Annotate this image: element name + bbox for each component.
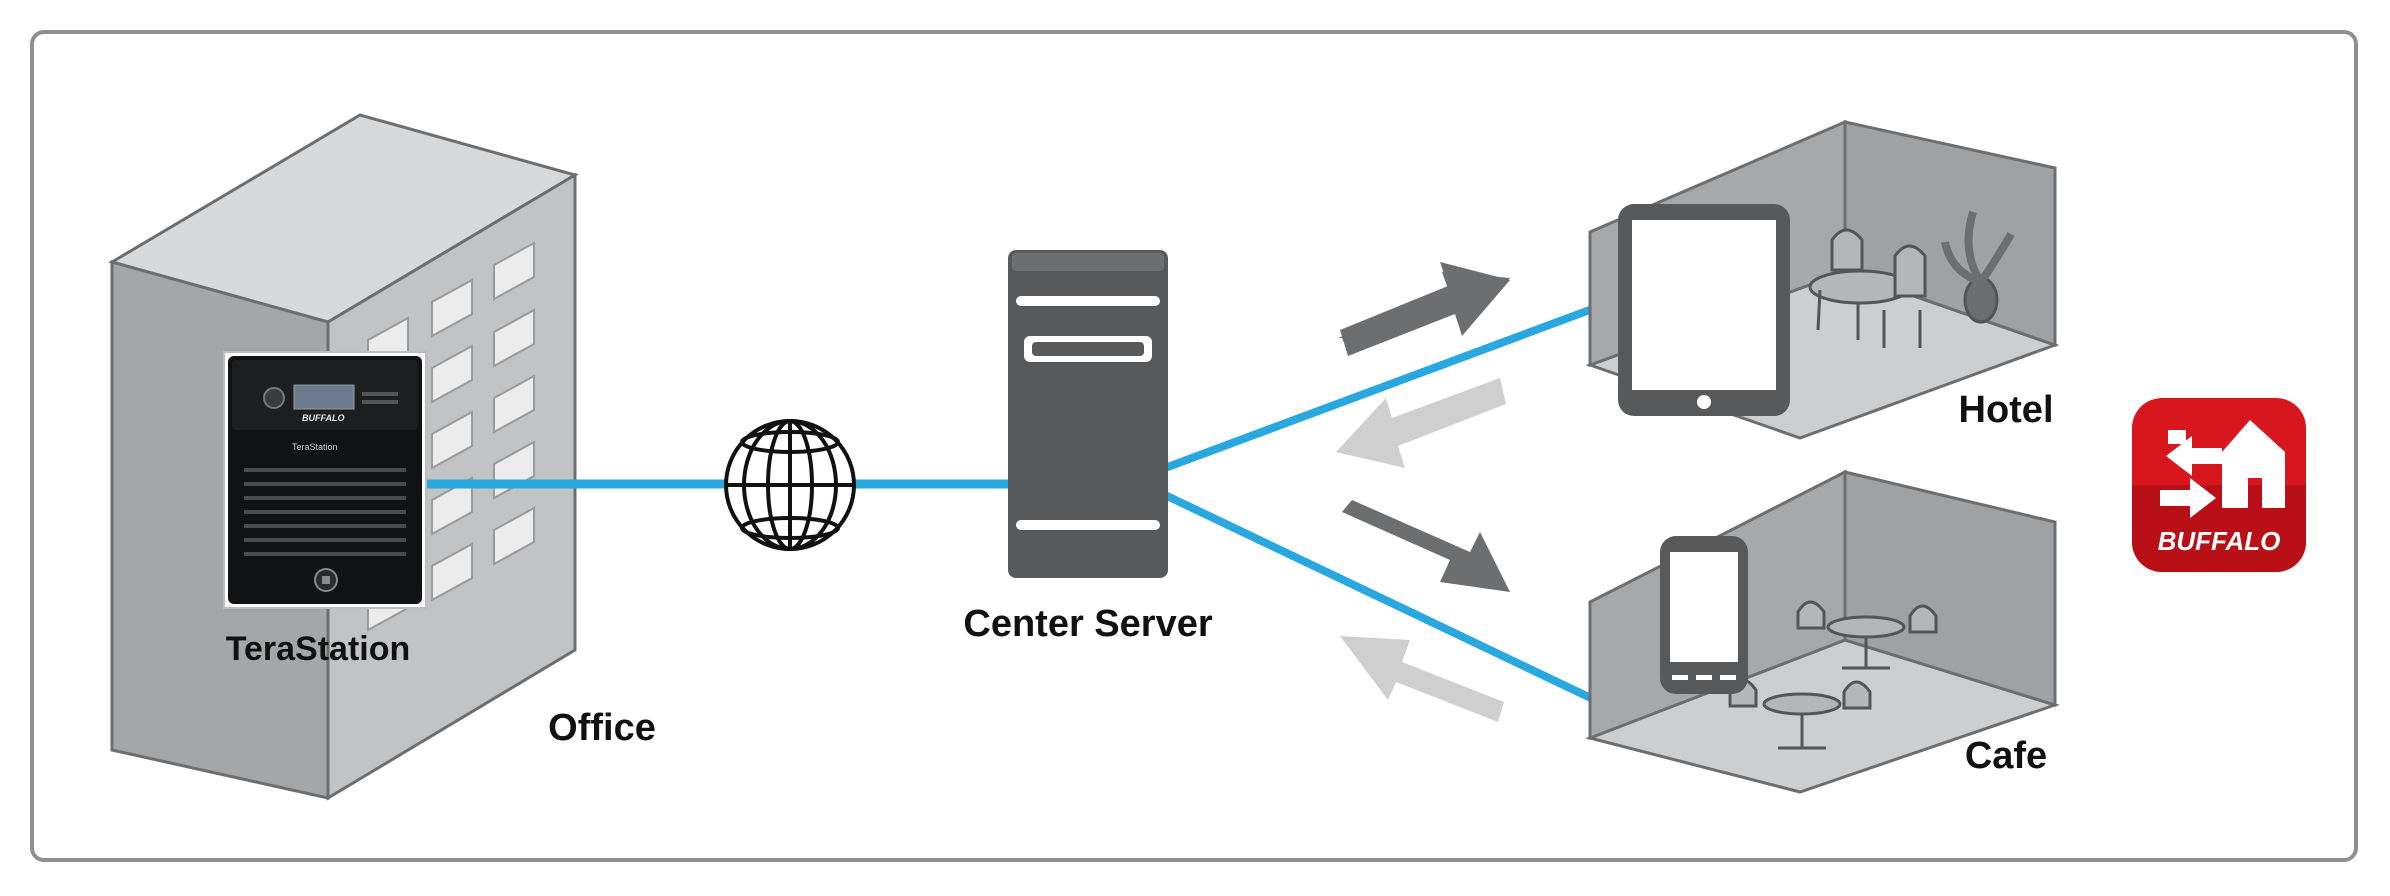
link-server-hotel xyxy=(1163,304,1597,472)
center-server xyxy=(1008,250,1168,578)
cafe-room xyxy=(1585,469,2060,794)
globe-icon xyxy=(724,419,856,551)
arrow-upload-cafe xyxy=(1342,500,1510,592)
link-server-cafe xyxy=(1163,491,1597,704)
label-terastation: TeraStation xyxy=(226,630,411,668)
tablet-icon xyxy=(1618,204,1790,416)
app-icon-brand-text: BUFFALO xyxy=(2158,526,2281,556)
device-brand-text: BUFFALO xyxy=(302,413,345,423)
label-office: Office xyxy=(548,707,656,749)
label-center-server: Center Server xyxy=(963,603,1212,645)
arrow-upload-hotel xyxy=(1338,262,1510,356)
arrow-download-cafe xyxy=(1340,636,1504,722)
network-links xyxy=(420,304,1597,704)
buffalo-app-icon: BUFFALO xyxy=(2132,398,2306,572)
arrow-download-hotel xyxy=(1336,378,1506,468)
smartphone-icon xyxy=(1660,536,1748,694)
label-hotel: Hotel xyxy=(1959,389,2054,431)
terastation-device: BUFFALO TeraStation xyxy=(223,351,427,609)
hotel-room xyxy=(1585,119,2060,440)
diagram-frame xyxy=(30,30,2358,862)
device-vents xyxy=(244,468,406,556)
office-windows xyxy=(367,241,535,632)
device-model-text: TeraStation xyxy=(292,442,338,452)
hotel-furniture xyxy=(1808,210,2015,348)
label-cafe: Cafe xyxy=(1965,735,2047,777)
